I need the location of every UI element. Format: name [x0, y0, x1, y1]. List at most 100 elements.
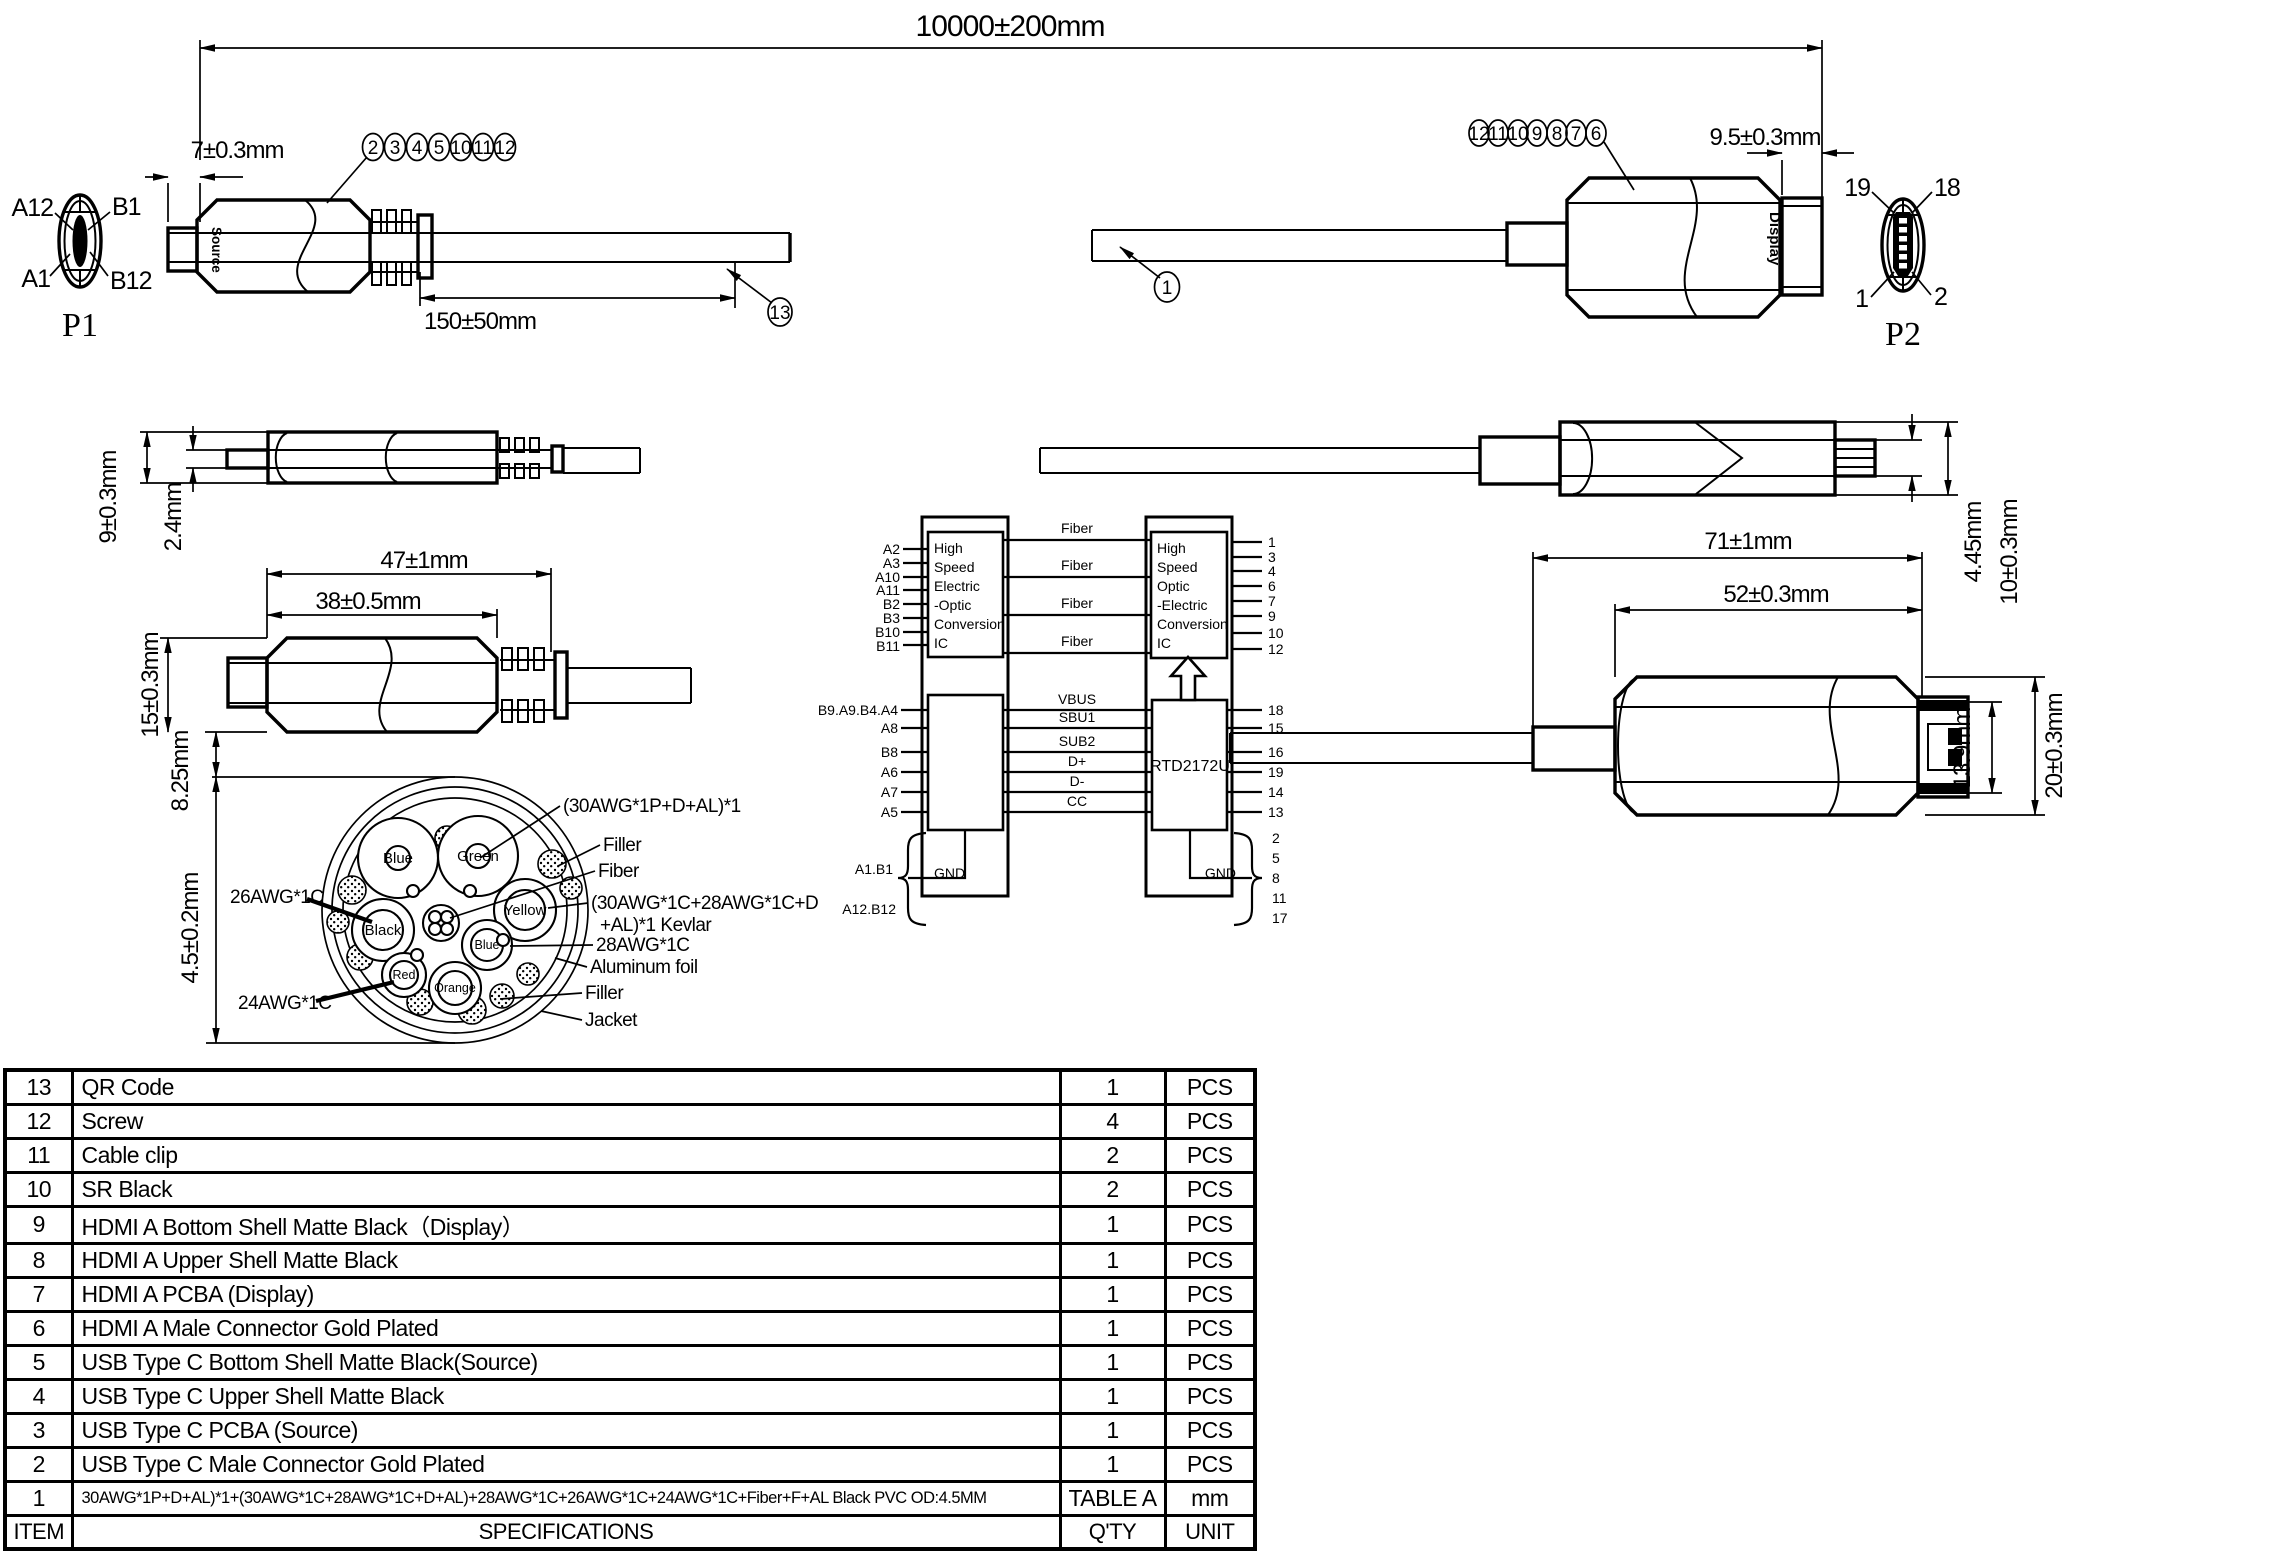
hdmi-side-view: 4.45mm 10±0.3mm [1039, 414, 2023, 605]
hdmi-tongue [1893, 212, 1913, 276]
electric-optic-ic [926, 530, 1005, 659]
pin-label: 13 [1268, 804, 1284, 820]
signal-label: D- [1070, 773, 1085, 789]
p1-pin-a1: A1 [21, 265, 50, 293]
p1-face-view: A12 B1 A1 B12 P1 [12, 193, 153, 344]
signal-label: CC [1067, 793, 1087, 809]
bom-unit: PCS [1163, 1445, 1257, 1483]
pin-label: 9 [1268, 608, 1276, 624]
bom-item-number: 12 [3, 1102, 74, 1140]
usb-tongue-dim: 2.4mm [160, 483, 187, 551]
bom-qty: 1 [1058, 1377, 1167, 1415]
bom-spec: Screw [70, 1102, 1062, 1140]
section-label: Filler [603, 835, 642, 856]
pin-label: 8 [1272, 870, 1280, 886]
bom-header-item: ITEM [3, 1513, 74, 1551]
hdmi-dim-view: 71±1mm 52±0.3mm 13.9mm 20±0.3mm [1229, 528, 2068, 817]
bom-item-number: 7 [3, 1275, 74, 1313]
bom-unit: PCS [1163, 1309, 1257, 1347]
pin-label: 17 [1272, 910, 1288, 926]
usb-width-dim: 9±0.3mm [95, 451, 122, 544]
pin-label: A11 [876, 582, 900, 598]
section-label: 28AWG*1C [596, 935, 690, 956]
bom-header-qty: Q'TY [1058, 1513, 1167, 1551]
hdmi-plug-height-dim: 13.9mm [1949, 708, 1976, 789]
pin-label: 1 [1268, 534, 1276, 550]
jacket-outer [321, 776, 589, 1044]
pin-label: 5 [1272, 850, 1280, 866]
ic-text: Optic [1157, 578, 1190, 594]
pin-label: 10 [1268, 625, 1284, 641]
ic-text: -Electric [1157, 597, 1208, 613]
pin-label: A3 [883, 555, 900, 571]
bom-item-number: 6 [3, 1309, 74, 1347]
hdmi-plug-length-dim: 9.5±0.3mm [1710, 124, 1821, 151]
table-row: 1 30AWG*1P+D+AL)*1+(30AWG*1C+28AWG*1C+D+… [3, 1479, 1257, 1517]
table-row: 10 SR Black 2 PCS [3, 1170, 1257, 1208]
hdmi-height-dim: 20±0.3mm [2041, 693, 2068, 798]
table-row: 9 HDMI A Bottom Shell Matte Black（Displa… [3, 1204, 1257, 1245]
ic-text: -Optic [934, 597, 971, 613]
qr-position-dim: 150±50mm [424, 308, 536, 335]
bom-spec: USB Type C Male Connector Gold Plated [70, 1445, 1062, 1483]
usbc-side-view: 9±0.3mm 2.4mm [95, 426, 641, 551]
bom-qty: 1 [1058, 1068, 1167, 1106]
cable-cross-section: 4.5±0.2mm Blue Green Black Yellow Blue R… [177, 776, 819, 1044]
callout: 7 [1571, 124, 1582, 145]
p1-pin-b1: B1 [112, 193, 141, 221]
wire-label: Blue [383, 850, 413, 867]
callout-cable: 1 [1162, 278, 1173, 299]
table-row: 13 QR Code 1 PCS [3, 1068, 1257, 1106]
section-label: (30AWG*1C+28AWG*1C+D [591, 893, 818, 914]
chip-name: RTD2172U [1150, 758, 1230, 775]
section-label: Jacket [585, 1010, 638, 1031]
pin-label: 6 [1268, 578, 1276, 594]
bom-spec: USB Type C PCBA (Source) [70, 1411, 1062, 1449]
ic-text: IC [934, 635, 948, 651]
overall-length-dim: 10000±200mm [916, 10, 1105, 43]
ic-text: High [1157, 540, 1186, 556]
table-row: 5 USB Type C Bottom Shell Matte Black(So… [3, 1343, 1257, 1381]
usbc-tongue [72, 215, 88, 267]
strain-relief [499, 437, 540, 479]
cable-od-dim: 4.5±0.2mm [177, 873, 204, 984]
signal-label: VBUS [1058, 691, 1096, 707]
callout-circles-left: 2 3 4 5 10 11 12 [326, 132, 517, 204]
gnd-label: GND [934, 865, 965, 881]
table-row: 6 HDMI A Male Connector Gold Plated 1 PC… [3, 1309, 1257, 1347]
bom-spec: HDMI A Upper Shell Matte Black [70, 1241, 1062, 1279]
bom-item-number: 8 [3, 1241, 74, 1279]
wiring-diagram: High Speed Electric -Optic Conversion IC… [818, 515, 1288, 927]
hdmi-shell-length-dim: 52±0.3mm [1723, 581, 1828, 608]
usb-height-dim: 15±0.3mm [137, 632, 164, 737]
optical-link-arrow [1168, 655, 1208, 702]
optic-electric-ic [1149, 530, 1229, 660]
callout: 4 [412, 138, 423, 159]
bom-qty: 4 [1058, 1102, 1167, 1140]
table-footer-row: ITEM SPECIFICATIONS Q'TY UNIT [3, 1513, 1257, 1551]
callout: 6 [1591, 124, 1602, 145]
bom-unit: mm [1163, 1479, 1257, 1517]
hdmi-plug-thickness-dim: 4.45mm [1960, 502, 1987, 583]
section-label: +AL)*1 Kevlar [600, 915, 712, 936]
pin-label: 18 [1268, 702, 1284, 718]
callout: 10 [1507, 124, 1528, 145]
bom-unit: PCS [1163, 1241, 1257, 1279]
bom-spec: USB Type C Bottom Shell Matte Black(Sour… [70, 1343, 1062, 1381]
bom-table: 13 QR Code 1 PCS 12 Screw 4 PCS 11 Cable… [3, 1068, 1257, 1551]
table-row: 7 HDMI A PCBA (Display) 1 PCS [3, 1275, 1257, 1313]
p2-label: P2 [1885, 316, 1921, 353]
bom-spec: HDMI A Bottom Shell Matte Black（Display） [70, 1204, 1062, 1245]
callout: 3 [390, 138, 401, 159]
bom-qty: 1 [1058, 1204, 1167, 1245]
bom-unit: PCS [1163, 1275, 1257, 1313]
usbc-pcb-block [926, 693, 1005, 832]
ic-text: Electric [934, 578, 980, 594]
pin-label: 12 [1268, 641, 1284, 657]
p2-pin-18: 18 [1934, 174, 1960, 202]
wire-label: Red [393, 968, 416, 982]
main-cable: 1 [1091, 229, 1507, 303]
pin-label: 2 [1272, 830, 1280, 846]
bom-spec: SR Black [70, 1170, 1062, 1208]
